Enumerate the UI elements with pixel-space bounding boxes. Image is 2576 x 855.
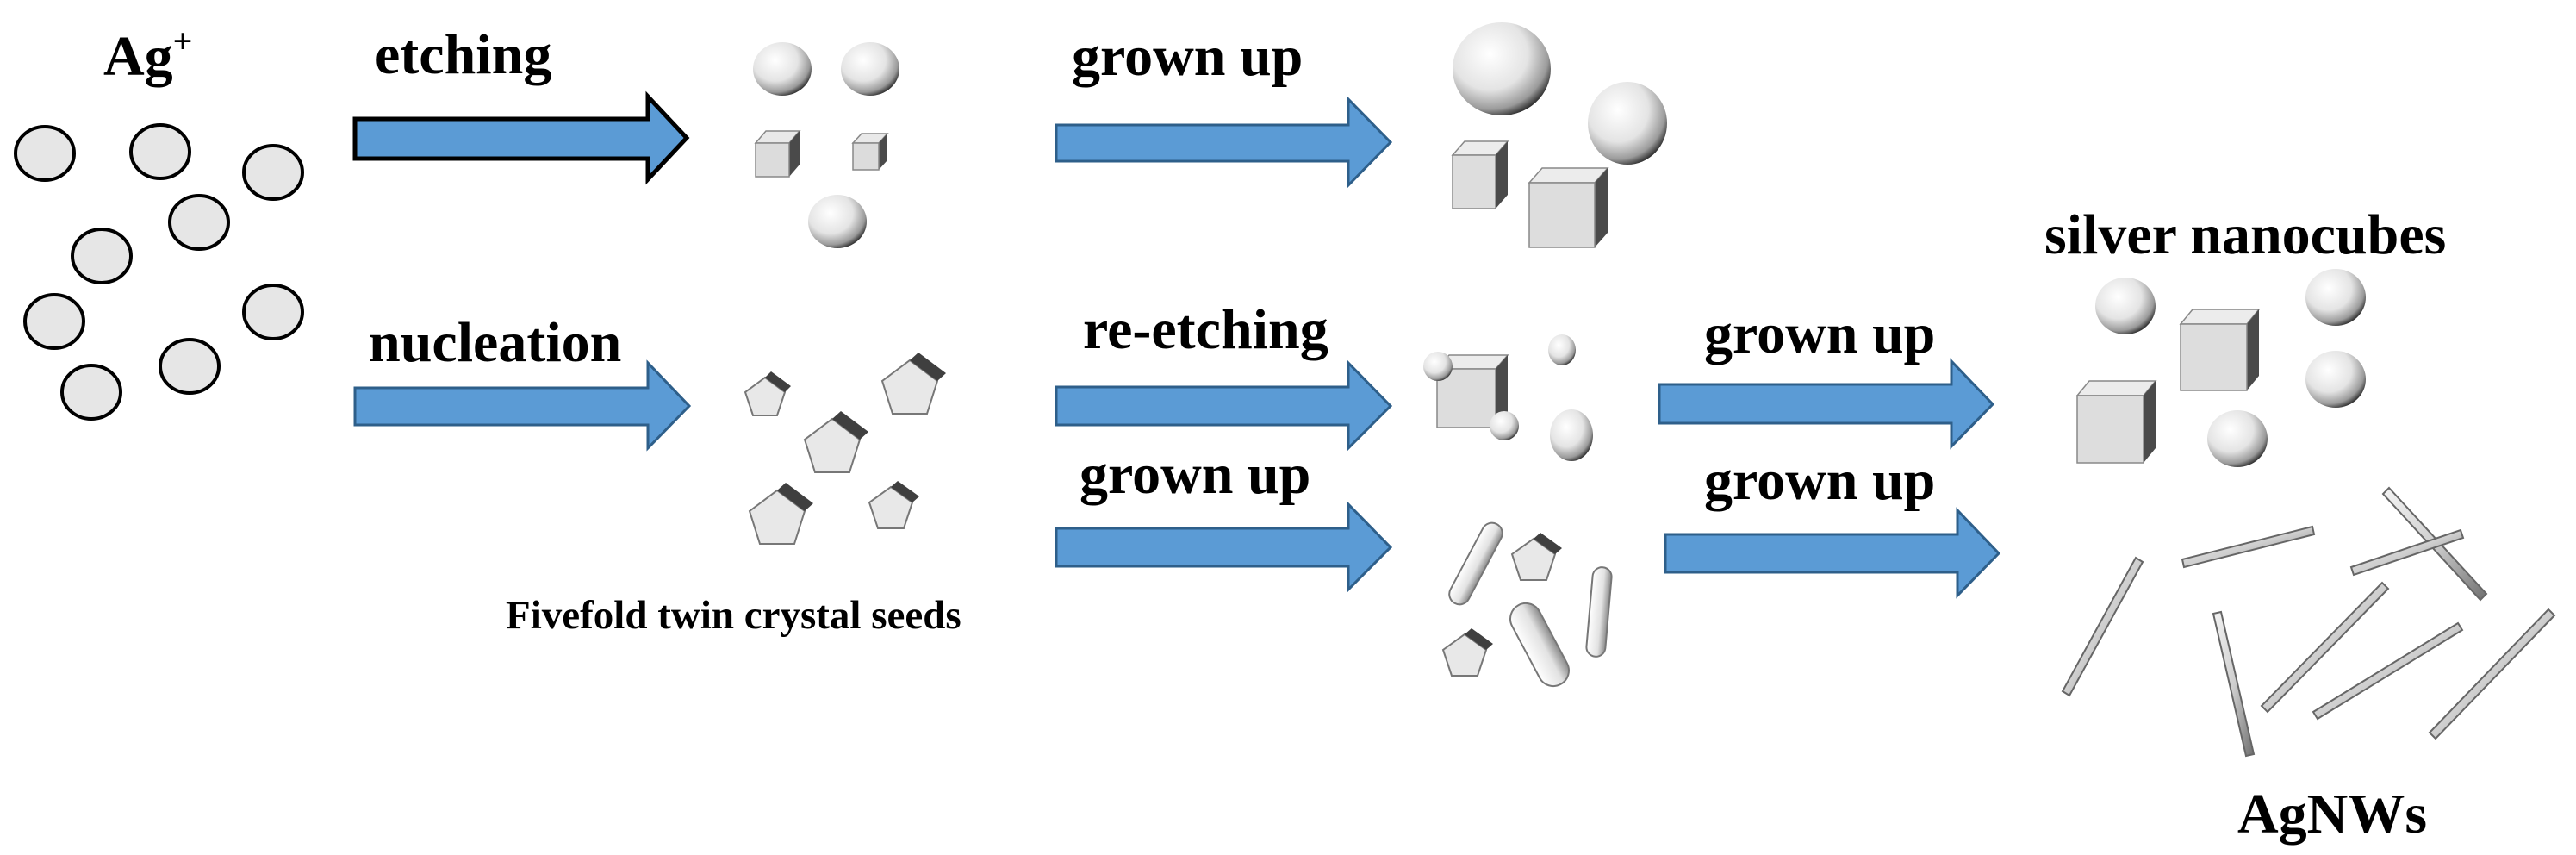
ag-ion: [129, 123, 191, 180]
nanowire: [2312, 621, 2464, 721]
sphere: [1490, 411, 1519, 440]
re-etched-particles: [1423, 334, 1593, 461]
ag-ion-charge: +: [172, 22, 193, 60]
cube: [2075, 380, 2157, 464]
sphere: [2207, 410, 2268, 467]
cube: [851, 133, 889, 171]
cube: [1528, 167, 1609, 248]
cube: [1435, 354, 1509, 428]
grown-up-arrow-4: [1664, 507, 2001, 599]
nanowire: [2181, 525, 2316, 569]
nucleation-arrow: [353, 359, 692, 452]
grown-up-label-1: grown up: [1072, 25, 1304, 88]
cube: [1451, 140, 1509, 209]
sphere: [2305, 351, 2366, 408]
fivefold-seeds-label: Fivefold twin crystal seeds: [506, 593, 961, 638]
grown-up-arrow-2: [1055, 501, 1393, 593]
ag-ion-cluster: [14, 123, 304, 421]
agnws-group: [2061, 486, 2556, 758]
ag-ion: [71, 228, 133, 284]
nanowire: [2260, 581, 2390, 714]
pentagon-seed: [868, 481, 919, 529]
cube: [754, 130, 801, 178]
sphere: [1548, 334, 1576, 365]
ag-ion: [14, 125, 76, 182]
ag-ion: [242, 284, 304, 340]
ag-ion-symbol: Ag: [103, 25, 173, 88]
silver-nanocubes-label: silver nanocubes: [2044, 203, 2447, 266]
arrows: [352, 90, 2001, 599]
grown-up-arrow-1: [1055, 96, 1393, 189]
nanowire: [2428, 608, 2556, 740]
re-etching-arrow: [1055, 359, 1393, 452]
pentagon-seed: [880, 353, 946, 415]
sphere: [841, 42, 899, 96]
sphere: [1453, 22, 1551, 115]
sphere: [2095, 278, 2156, 334]
sphere: [1550, 409, 1593, 461]
grown-up-label-3: grown up: [1704, 303, 1936, 365]
rod: [1448, 521, 1503, 606]
re-etching-label: re-etching: [1083, 298, 1328, 361]
pentagon-seed: [744, 371, 791, 416]
etched-particles: [753, 42, 899, 248]
sphere: [753, 42, 812, 96]
rod: [1585, 566, 1613, 658]
etching-label: etching: [375, 23, 552, 86]
cube: [2179, 309, 2261, 391]
ag-ion: [159, 338, 221, 395]
ag-ion: [242, 144, 304, 201]
nanowire: [2061, 556, 2144, 697]
pentagon-seed: [1510, 533, 1562, 581]
grown-up-label-2: grown up: [1080, 443, 1311, 506]
etching-arrow: [352, 90, 690, 185]
nucleation-label: nucleation: [369, 311, 622, 374]
ag-ion: [60, 364, 122, 421]
pentagon-seed: [748, 483, 813, 545]
rod: [1509, 602, 1570, 688]
nanowire: [2212, 610, 2256, 758]
sphere: [2305, 269, 2366, 326]
sphere: [1423, 352, 1453, 381]
growing-rods: [1441, 521, 1613, 688]
agnws-label: AgNWs: [2237, 783, 2428, 846]
silver-nanocubes-group: [2075, 269, 2366, 467]
grown-up-arrow-3: [1658, 358, 1995, 450]
ag-ion: [23, 293, 85, 350]
grown-up-label-4: grown up: [1704, 449, 1936, 512]
fivefold-seeds: [744, 353, 946, 545]
pentagon-seed: [1441, 628, 1493, 677]
ag-ion-label: Ag+: [103, 24, 192, 85]
grown-particles: [1451, 22, 1667, 248]
nanowire: [2349, 528, 2465, 577]
pentagon-seed: [803, 411, 868, 473]
ag-ion: [168, 194, 230, 251]
sphere: [808, 195, 867, 248]
sphere: [1588, 82, 1667, 165]
